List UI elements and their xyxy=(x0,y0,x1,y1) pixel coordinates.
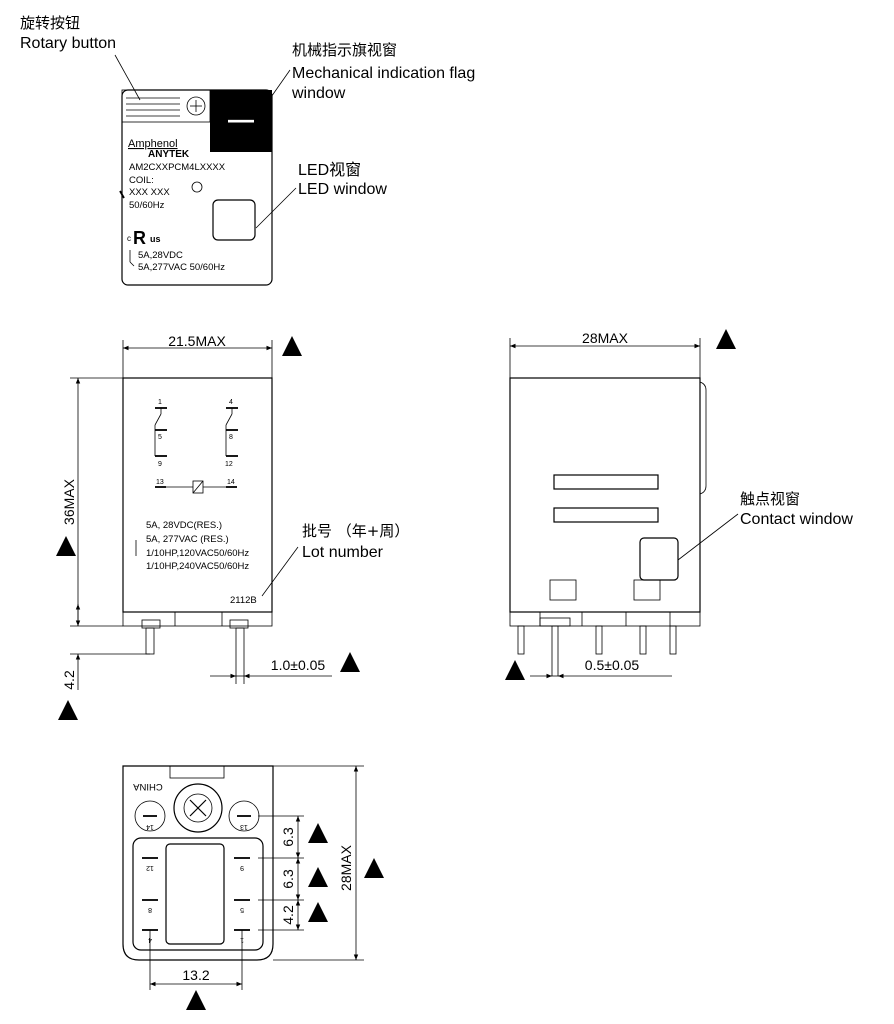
bottom-pin-12-label: 12 xyxy=(146,864,154,871)
bottom-pin-frame xyxy=(132,837,264,951)
contact-window xyxy=(639,537,679,581)
cert-c: c xyxy=(127,234,131,243)
front-width-dim: 21.5MAX xyxy=(168,333,226,349)
flag-window-en-1: Mechanical indication flag xyxy=(292,65,475,82)
pin-1-label: 1 xyxy=(158,399,162,406)
critical-dim-triangle xyxy=(282,336,302,356)
pin-8-label: 8 xyxy=(229,434,233,441)
model-text: AM2CXXPCM4LXXXX xyxy=(129,162,226,173)
rating-2: 5A,277VAC 50/60Hz xyxy=(138,262,225,273)
led-leader xyxy=(255,187,297,229)
label-tick xyxy=(119,190,125,199)
side-width-dim: 28MAX xyxy=(582,330,629,346)
lot-code: 2112B xyxy=(230,595,257,606)
sub-brand-text: ANYTEK xyxy=(148,149,190,160)
pin-13-label: 13 xyxy=(156,479,164,486)
critical-dim-triangle xyxy=(340,652,360,672)
front-body xyxy=(122,377,273,613)
flag-window xyxy=(210,90,272,152)
side-view: 28MAX 触点视窗 Contact window 0.5±0.05 xyxy=(505,329,853,680)
plus-screw-icon xyxy=(186,96,206,116)
bottom-width-dim: 13.2 xyxy=(182,967,209,983)
critical-dim-triangle xyxy=(308,867,328,887)
front-pin-width-dim: 1.0±0.05 xyxy=(271,657,326,673)
bottom-pitch-3: 4.2 xyxy=(280,905,296,925)
bottom-pin-5-label: 5 xyxy=(240,906,244,913)
coil-value-text: XXX XXX xyxy=(129,187,170,198)
bottom-pitch-1: 6.3 xyxy=(280,827,296,847)
critical-dim-triangle xyxy=(716,329,736,349)
frequency-text: 50/60Hz xyxy=(129,200,165,211)
side-body xyxy=(509,377,701,613)
coil-text: COIL: xyxy=(129,175,154,186)
bottom-pin-14-label: 14 xyxy=(146,823,154,830)
critical-dim-triangle xyxy=(58,700,78,720)
front-pin-left xyxy=(145,627,155,655)
led-dot xyxy=(191,181,203,193)
front-rating-3: 1/10HP,120VAC50/60Hz xyxy=(146,548,249,559)
pin-5-label: 5 xyxy=(158,434,162,441)
cert-us: us xyxy=(150,234,161,244)
led-window-cn: LED视窗 xyxy=(298,161,361,179)
rotary-button-en: Rotary button xyxy=(20,35,116,52)
lot-leader xyxy=(261,546,299,597)
bottom-height-dim: 28MAX xyxy=(338,844,354,891)
rotary-knob xyxy=(173,783,223,833)
pin-9-label: 9 xyxy=(158,461,162,468)
side-pin xyxy=(551,625,559,677)
bottom-body xyxy=(122,765,274,961)
side-base xyxy=(509,611,701,627)
contact-window-en: Contact window xyxy=(740,511,853,528)
ul-mark-icon: R xyxy=(133,228,146,248)
contact-window-cn: 触点视窗 xyxy=(740,490,800,508)
critical-dim-triangle xyxy=(56,536,76,556)
bottom-pin-14-boss xyxy=(134,800,166,832)
side-slot-upper xyxy=(553,474,659,490)
bottom-center-block xyxy=(165,843,225,945)
lot-number-en: Lot number xyxy=(302,544,384,561)
critical-dim-triangle xyxy=(308,902,328,922)
rotary-button-cn: 旋转按钮 xyxy=(20,14,80,32)
critical-dim-triangle xyxy=(186,990,206,1010)
critical-dim-triangle xyxy=(308,823,328,843)
front-pin-right xyxy=(235,627,245,677)
bottom-pin-13-label: 13 xyxy=(240,823,248,830)
coil-symbol xyxy=(192,480,204,494)
contact-leader xyxy=(677,513,739,561)
led-window xyxy=(212,199,256,241)
flag-window-cn: 机械指示旗视窗 xyxy=(292,41,397,59)
front-base xyxy=(122,611,273,627)
bottom-view: CHINA 14 13 12 8 4 9 5 1 6.3 6.3 xyxy=(122,765,384,1010)
pin-4-label: 4 xyxy=(229,399,233,406)
critical-dim-triangle xyxy=(364,858,384,878)
front-view: 21.5MAX 1 5 9 4 8 12 13 14 xyxy=(56,333,409,720)
country-text: CHINA xyxy=(133,781,163,792)
bottom-pitch-2: 6.3 xyxy=(280,869,296,889)
flag-window-en-2: window xyxy=(291,85,346,102)
front-rating-2: 5A, 277VAC (RES.) xyxy=(146,534,229,545)
front-rating-1: 5A, 28VDC(RES.) xyxy=(146,520,222,531)
top-label-view: 旋转按钮 Rotary button 机械指示旗视窗 Mechanical in… xyxy=(20,14,475,286)
front-rating-4: 1/10HP,240VAC50/60Hz xyxy=(146,561,249,572)
pin-14-label: 14 xyxy=(227,479,235,486)
flag-symbol: — xyxy=(228,104,254,134)
schematic: 1 5 9 4 8 12 13 14 xyxy=(154,399,238,494)
bottom-pin-9-label: 9 xyxy=(240,864,244,871)
side-slot-lower xyxy=(553,507,659,523)
lot-number-cn: 批号 （年+周） xyxy=(302,522,409,540)
rating-1: 5A,28VDC xyxy=(138,250,183,261)
critical-dim-triangle xyxy=(505,660,525,680)
bottom-pin-8-label: 8 xyxy=(148,906,152,913)
pin-12-label: 12 xyxy=(225,461,233,468)
front-height-dim: 36MAX xyxy=(61,478,77,525)
led-window-en: LED window xyxy=(298,181,387,198)
brand-text: Amphenol xyxy=(128,138,178,150)
side-pin-width-dim: 0.5±0.05 xyxy=(585,657,640,673)
rotary-leader xyxy=(114,54,141,101)
front-pin-length-dim: 4.2 xyxy=(61,670,77,690)
